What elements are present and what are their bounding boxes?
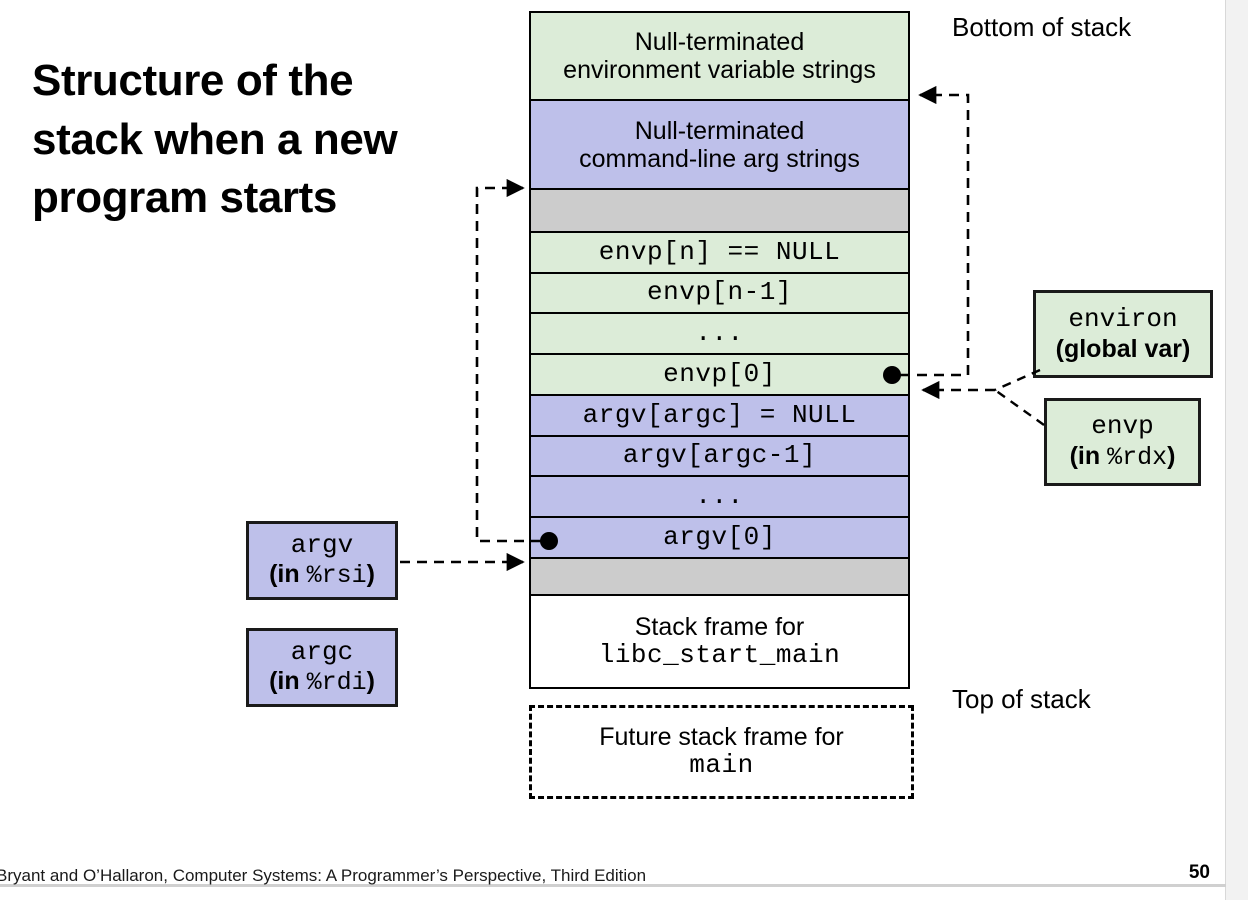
stack-row-spacer-top [529,188,910,231]
callout-detail-post: ) [1167,441,1176,470]
stack-row-line1: envp[0] [663,358,776,389]
envp0-to-env-strings-wire [900,85,970,377]
stack-row-line2: libc_start_main [598,639,841,670]
stack-row-argv-ellipsis: ... [529,475,910,516]
callout-detail: (global var) [1056,335,1191,363]
stack-row-line1: argv[argc-1] [622,440,817,471]
callout-detail-post: ) [366,560,375,589]
stack-row-line1: ... [695,480,744,511]
stack-row-envp-n: envp[n] == NULL [529,231,910,272]
stack-row-argv-argc: argv[argc] = NULL [529,394,910,435]
callout-name: argv [290,529,354,560]
top-of-stack-label: Top of stack [952,684,1091,714]
stack-row-argv-0: argv[0] [529,516,910,557]
future-stack-frame-main: Future stack frame for main [529,705,914,799]
callout-detail: (in %rdx) [1070,442,1176,472]
callout-detail-pre: (in [269,667,307,696]
callout-name: envp [1091,411,1154,442]
callout-detail-pre: (in [1069,441,1108,470]
footer-divider [0,884,1226,887]
callout-detail: (in %rsi) [269,560,375,590]
page-number: 50 [1188,862,1210,883]
stack-row-line1: Null-terminated [634,28,805,56]
stack-row-libc-frame: Stack frame for libc_start_main [529,594,910,689]
stack-row-spacer-bottom [529,557,910,594]
envp-box-lead [994,389,1045,426]
stack-row-env-strings: Null-terminated environment variable str… [529,11,910,99]
stack-row-line1: envp[n] == NULL [598,236,841,267]
bottom-of-stack-label: Bottom of stack [952,12,1132,42]
stack-row-line2: command-line arg strings [579,144,860,173]
callout-argv: argv (in %rsi) [246,521,398,600]
page-gutter [1225,0,1248,900]
stack-row-envp-0: envp[0] [529,353,910,394]
stack-row-envp-n-1: envp[n-1] [529,272,910,312]
stack-row-arg-strings: Null-terminated command-line arg strings [529,99,910,188]
stack-row-line1: Null-terminated [634,116,805,145]
callout-register: %rsi [306,561,367,591]
callout-detail: (in %rdi) [269,667,375,697]
callout-argc: argc (in %rdi) [246,628,398,707]
stack-diagram: Null-terminated environment variable str… [529,11,910,689]
stack-row-envp-ellipsis: ... [529,312,910,353]
page-title: Structure of the stack when a new progra… [32,56,398,223]
footer-text: Bryant and O’Hallaron, Computer Systems:… [0,866,647,885]
callout-detail-text: (global var) [1055,334,1191,363]
callout-name: argc [290,636,354,667]
callout-name: environ [1068,304,1178,335]
stack-row-line1: ... [695,317,744,348]
callout-environ: environ (global var) [1033,290,1213,378]
stack-row-line1: Stack frame for [634,612,805,641]
future-frame-line1: Future stack frame for [599,722,844,751]
future-frame-line2: main [689,750,754,781]
callout-register: %rdx [1107,442,1168,472]
callout-register: %rdi [306,668,367,698]
callout-detail-post: ) [366,667,375,696]
callout-detail-pre: (in [269,560,307,589]
callout-envp: envp (in %rdx) [1044,398,1201,486]
stack-row-line1: envp[n-1] [647,277,792,308]
stack-row-argv-argc-1: argv[argc-1] [529,435,910,475]
stack-row-line1: argv[argc] = NULL [582,399,857,430]
stack-row-line2: environment variable strings [563,56,876,84]
stack-row-line1: argv[0] [663,521,776,552]
